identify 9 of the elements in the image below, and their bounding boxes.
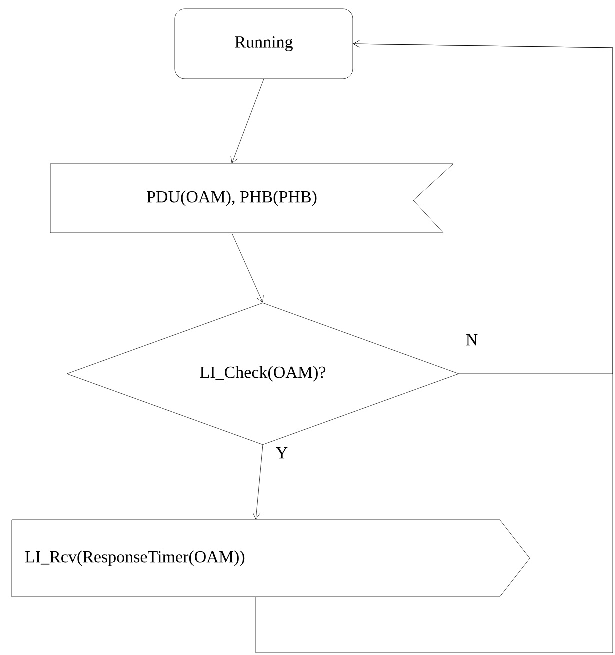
arrow: [256, 40, 614, 654]
output-signal-box: LI_Rcv(ResponseTimer(OAM)): [12, 520, 530, 598]
arrow: [230, 79, 264, 164]
edge-label: Y: [274, 446, 290, 460]
input-signal-box: PDU(OAM), PHB(PHB): [50, 164, 454, 234]
edge-label: N: [464, 333, 480, 347]
arrow: [232, 233, 264, 303]
state-box: Running: [174, 8, 354, 80]
arrow: [252, 444, 264, 520]
